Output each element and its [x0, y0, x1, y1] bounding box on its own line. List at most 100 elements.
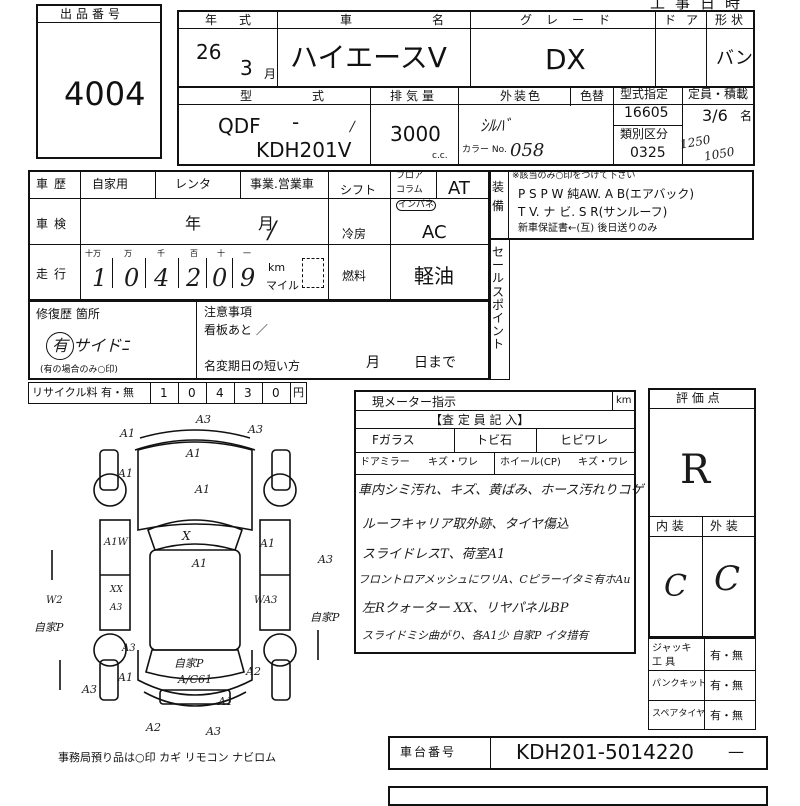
type-spec-label: 型式指定 — [620, 87, 669, 101]
mark-ac61-rear: A/C61 — [178, 673, 213, 686]
wheel-opts: キズ・ワレ — [578, 457, 628, 468]
vin-box — [388, 736, 768, 770]
exterior-grade-value: C — [714, 559, 741, 599]
inspector-note-5: 左Rクォーター XX、リヤパネルBP — [362, 601, 569, 616]
vin-end-mark: — — [728, 742, 744, 761]
mark-a3-front-right: A3 — [248, 423, 263, 436]
equipment-warranty: 新車保証書←(互) 後日送りのみ — [518, 223, 658, 234]
model-label: 型式 — [240, 89, 385, 103]
inspector-note-2: ルーフキャリア取外跡、タイヤ傷込 — [362, 517, 569, 532]
shift-label: シフト — [340, 183, 377, 197]
equipment-note: ※該当のみ○印をつけて下さい — [512, 171, 636, 181]
notices-value: 看板あと ／ — [204, 323, 268, 337]
model-tick: ∕ — [350, 119, 355, 135]
mark-jip-rear: 自家P — [174, 657, 204, 670]
mark-a3-left-wheel: A3 — [122, 643, 136, 654]
rating-label: 評 価 点 — [676, 391, 720, 405]
sale-point-box — [488, 238, 510, 380]
color-no: 058 — [510, 140, 545, 161]
tobi-ishi-label: トビ石 — [476, 433, 513, 447]
fuel-value: 軽油 — [414, 264, 454, 288]
name-change-month: 月 — [366, 355, 380, 371]
class-code-label: 類別区分 — [620, 127, 669, 141]
mark-side-right: 自家P — [310, 611, 340, 624]
recycle-digit-1: 1 — [160, 386, 168, 400]
shaken-year-unit: 年 — [185, 214, 202, 233]
type-spec-value: 16605 — [624, 105, 669, 121]
class-code-value: 0325 — [630, 145, 666, 161]
mileage-digit-2: 0 — [124, 264, 140, 292]
puncture-kit-label: パンクキット — [652, 679, 707, 689]
ac-value: AC — [422, 222, 447, 243]
ac-label: 冷房 — [342, 227, 367, 241]
place-10k: 万 — [124, 249, 132, 258]
hibi-ware-label: ヒビワレ — [560, 433, 609, 447]
month-unit: 月 — [264, 67, 277, 81]
mark-a1-roof: A1 — [192, 557, 207, 570]
top-right-header: 工事日時 — [650, 0, 751, 12]
vehicle-info-grid — [177, 10, 755, 166]
mark-a1-right-side: A1 — [260, 537, 275, 550]
mark-a1w-left: A1W — [104, 537, 128, 548]
front-right-wheel — [263, 473, 297, 507]
model-prefix: QDF — [218, 114, 261, 138]
door-mirror-opts: キズ・ワレ — [428, 457, 478, 468]
repair-circle — [46, 332, 74, 360]
shaken-label: 車検 — [36, 217, 73, 231]
recycle-digit-3: 4 — [216, 386, 224, 400]
jack-label: ジャッキ 工 具 — [652, 643, 692, 668]
rating-value: R — [680, 447, 711, 493]
sale-point-label: セールスポイント — [492, 245, 505, 352]
mileage-digit-1: 1 — [92, 264, 108, 292]
repair-box — [28, 300, 491, 380]
tools-box — [648, 638, 756, 730]
repair-note: (有の場合のみ○印) — [40, 365, 118, 375]
mark-side-left: 自家P — [34, 621, 64, 634]
vehicle-damage-diagram — [51, 429, 319, 707]
model-dash: - — [292, 110, 300, 134]
mileage-digit-6: 9 — [240, 264, 256, 292]
mark-a1-hood: A1 — [186, 447, 201, 460]
year-label: 年式 — [205, 13, 274, 27]
history-label: 車歴 — [36, 177, 73, 191]
capacity-value: 3/6 — [702, 106, 728, 125]
vin-label: 車台番号 — [400, 745, 457, 759]
f-glass-label: Fガラス — [372, 433, 415, 447]
mark-a3-rear-left: A3 — [82, 683, 97, 696]
recycle-box — [28, 382, 307, 404]
fuel-label: 燃料 — [342, 269, 367, 283]
model-code: KDH201V — [256, 138, 352, 162]
displacement-unit: c.c. — [432, 151, 448, 161]
rear-left-wheel — [93, 633, 127, 667]
recycle-digit-2: 0 — [188, 386, 196, 400]
exterior-handwritten: ｼﾙﾊﾞ — [480, 116, 513, 135]
inspector-note-6: スライドミシ曲がり、各A1少 自家P イタ措有 — [362, 629, 589, 642]
interior-value: C — [664, 569, 687, 604]
car-name-value: ハイエースV — [290, 41, 447, 74]
mark-a3-right-side: A3 — [318, 553, 333, 566]
place-1: 一 — [243, 249, 251, 258]
mark-wa3-right: WA3 — [254, 595, 278, 606]
mileage-unit-km: km — [268, 261, 286, 274]
history-business: 事業.営業車 — [250, 177, 314, 191]
mark-w2-left: W2 — [46, 595, 63, 606]
repair-label: 修復歴 箇所 — [36, 307, 100, 321]
mark-xx-left: XX — [110, 585, 123, 595]
front-left-wheel — [93, 473, 127, 507]
shift-floor: フロア — [396, 171, 424, 181]
doors-label: ドア — [664, 13, 709, 27]
mark-a1-front-left: A1 — [120, 427, 135, 440]
displacement-value: 3000 — [390, 122, 441, 146]
rear-bumper — [143, 691, 247, 707]
mark-a1-rear-right: A1 — [218, 695, 233, 708]
history-private: 自家用 — [92, 177, 129, 191]
shape-label: 形状 — [715, 13, 748, 27]
name-change-day: 日まで — [414, 355, 456, 371]
shaken-slash: ∕ — [268, 216, 277, 244]
displacement-label: 排気量 — [390, 89, 439, 103]
shaken-month-unit: 月 — [258, 214, 275, 233]
mile-checkbox — [302, 258, 324, 288]
place-100k: 十万 — [85, 249, 101, 258]
shift-value: AT — [448, 178, 470, 199]
